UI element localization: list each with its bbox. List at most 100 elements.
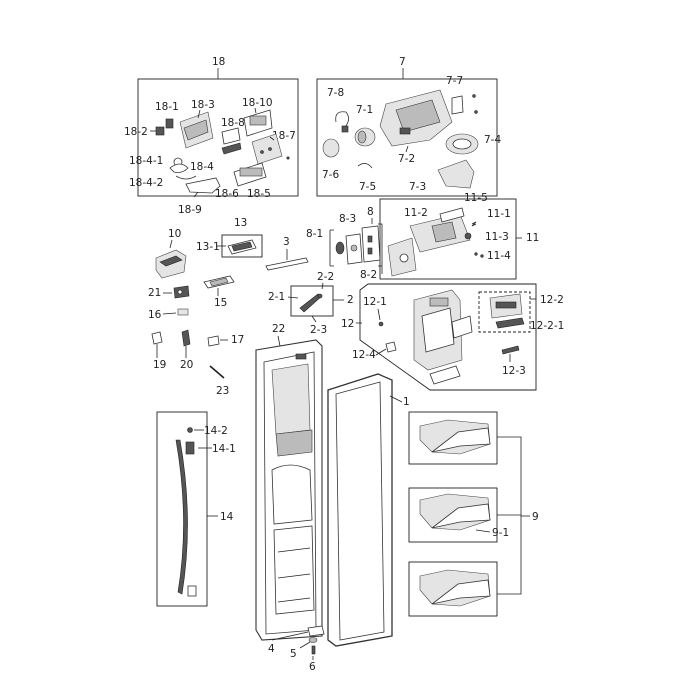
group-9-frame-1	[408, 411, 498, 465]
part-12-2-1	[495, 317, 525, 329]
door-gasket: 1	[327, 373, 410, 647]
label-8-1: 8-1	[306, 228, 323, 240]
label-15: 15	[214, 297, 227, 309]
label-8: 8	[367, 206, 374, 218]
group-14: 14 14-2 14-1	[156, 411, 236, 607]
label-11-2: 11-2	[404, 207, 428, 219]
part-7-7	[451, 95, 464, 115]
label-14-2: 14-2	[204, 425, 228, 437]
label-18-4: 18-4	[190, 161, 214, 173]
label-11-3: 11-3	[485, 231, 509, 243]
part-3-group: 3	[265, 236, 309, 271]
group-9: 9 9-1	[408, 411, 539, 617]
bottom-hinge-parts: 4 5 6	[268, 625, 325, 673]
label-4: 4	[268, 643, 275, 655]
label-19: 19	[153, 359, 166, 371]
label-5: 5	[290, 648, 297, 660]
part-18-9	[185, 177, 221, 194]
label-9-1: 9-1	[492, 527, 509, 539]
part-10-group: 10	[155, 228, 187, 279]
group-11-frame	[379, 198, 517, 280]
label-22: 22	[272, 323, 285, 335]
label-12-4: 12-4	[352, 349, 376, 361]
freezer-door: 22	[255, 323, 323, 641]
label-8-3: 8-3	[339, 213, 356, 225]
part-12-3	[501, 345, 520, 355]
label-7-4: 7-4	[484, 134, 501, 146]
part-23	[209, 365, 225, 379]
label-18-6: 18-6	[215, 188, 239, 200]
group-9-frame-3	[408, 561, 498, 617]
label-18-2: 18-2	[124, 126, 148, 138]
label-11-1: 11-1	[487, 208, 511, 220]
label-18-4-1: 18-4-1	[129, 155, 163, 167]
label-13: 13	[234, 217, 247, 229]
label-20: 20	[180, 359, 193, 371]
label-18-3: 18-3	[191, 99, 215, 111]
label-2: 2	[347, 294, 354, 306]
part-19	[151, 331, 163, 345]
label-13-1: 13-1	[196, 241, 220, 253]
group-11: 11-5 11-2 11-1 11-3 11 11-4	[379, 192, 539, 280]
part-7-5	[357, 163, 373, 169]
part-18-8	[221, 127, 241, 145]
part-14-strip	[175, 439, 188, 595]
label-18-4-2: 18-4-2	[129, 177, 163, 189]
label-7-3: 7-3	[409, 181, 426, 193]
label-7: 7	[399, 56, 406, 68]
label-12-1: 12-1	[363, 296, 387, 308]
part-12-4	[385, 341, 397, 353]
dispenser-recess	[275, 429, 313, 457]
part-7-3	[437, 159, 475, 189]
group-7: 7 7-8 7-7 7-1 7-4 7-2 7-6 7-5 7-3	[316, 56, 501, 197]
label-17: 17	[231, 334, 244, 346]
label-7-8: 7-8	[327, 87, 344, 99]
small-parts-left: 21 15 16 19 20 17 23	[148, 275, 244, 397]
label-18-5: 18-5	[247, 188, 271, 200]
part-8-2	[361, 225, 381, 263]
group-13: 13 13-1	[196, 217, 263, 258]
part-20	[181, 329, 191, 347]
part-6	[311, 645, 316, 655]
label-2-1: 2-1	[268, 291, 285, 303]
label-18-9: 18-9	[178, 204, 202, 216]
label-7-7: 7-7	[446, 75, 463, 87]
label-18: 18	[212, 56, 225, 68]
label-14: 14	[220, 511, 234, 523]
part-4	[307, 625, 325, 637]
label-7-2: 7-2	[398, 153, 415, 165]
label-6: 6	[309, 661, 316, 673]
label-2-2: 2-2	[317, 271, 334, 283]
part-7-8	[335, 111, 349, 129]
part-17	[207, 335, 220, 347]
label-11-4: 11-4	[487, 250, 511, 262]
part-2-2	[317, 293, 323, 299]
label-3: 3	[283, 236, 290, 248]
group-2: 2-2 2 2-1 2-3	[268, 271, 354, 336]
part-14-1	[185, 441, 195, 455]
label-1: 1	[403, 396, 410, 408]
label-16: 16	[148, 309, 162, 321]
label-18-8: 18-8	[221, 117, 245, 129]
group-12: 12-1 12 12-2 12-2-1 12-4 12-3	[341, 283, 564, 391]
part-18-1	[165, 118, 174, 129]
part-7-6	[322, 138, 340, 158]
label-12-2-1: 12-2-1	[530, 320, 564, 332]
group-8: 8 8-3 8-1 8-2	[306, 206, 383, 281]
label-18-10: 18-10	[242, 97, 273, 109]
part-8-1	[335, 241, 345, 255]
group-14-frame	[156, 411, 208, 607]
label-23: 23	[216, 385, 229, 397]
label-12-2: 12-2	[540, 294, 564, 306]
part-12-1	[378, 321, 384, 327]
label-10: 10	[168, 228, 181, 240]
part-18-4	[169, 163, 189, 173]
part-11-5	[439, 207, 465, 223]
label-7-5: 7-5	[359, 181, 376, 193]
label-7-1: 7-1	[356, 104, 373, 116]
label-8-2: 8-2	[360, 269, 377, 281]
label-11: 11	[526, 232, 539, 244]
part-14-2	[187, 427, 193, 433]
label-18-1: 18-1	[155, 101, 179, 113]
label-11-5: 11-5	[464, 192, 488, 204]
